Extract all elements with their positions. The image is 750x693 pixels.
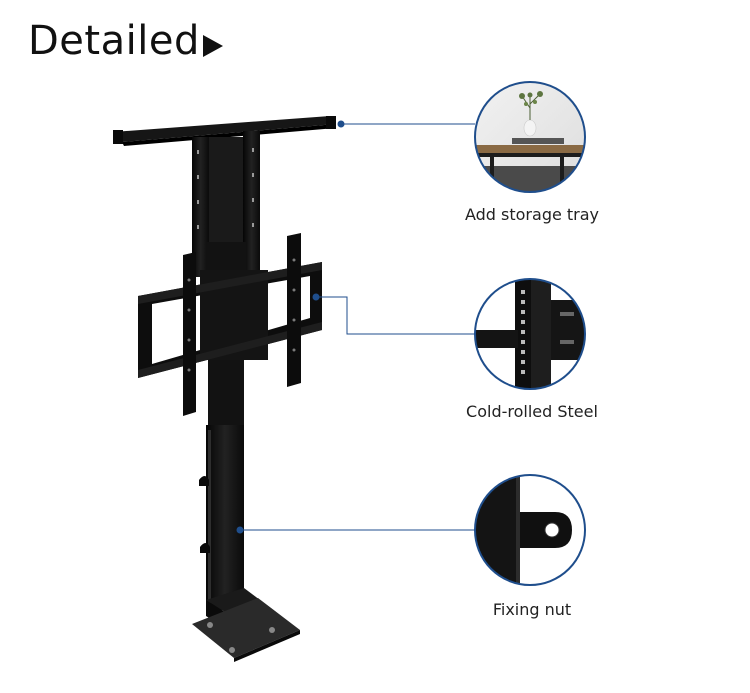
play-arrow-icon (203, 35, 223, 57)
detail-caption-cold-rolled-steel: Cold-rolled Steel (466, 402, 598, 421)
detail-caption-storage-tray: Add storage tray (464, 205, 600, 224)
storage-tray-detail-icon (474, 81, 586, 193)
detail-caption-fixing-nut: Fixing nut (492, 600, 572, 619)
cold-rolled-steel-detail-icon (474, 278, 586, 390)
callout-dots (236, 120, 345, 534)
fixing-nut-detail-icon (474, 474, 586, 586)
tv-lift-stand (113, 116, 336, 662)
page-title: Detailed (28, 18, 200, 64)
callout-lines (240, 123, 475, 531)
